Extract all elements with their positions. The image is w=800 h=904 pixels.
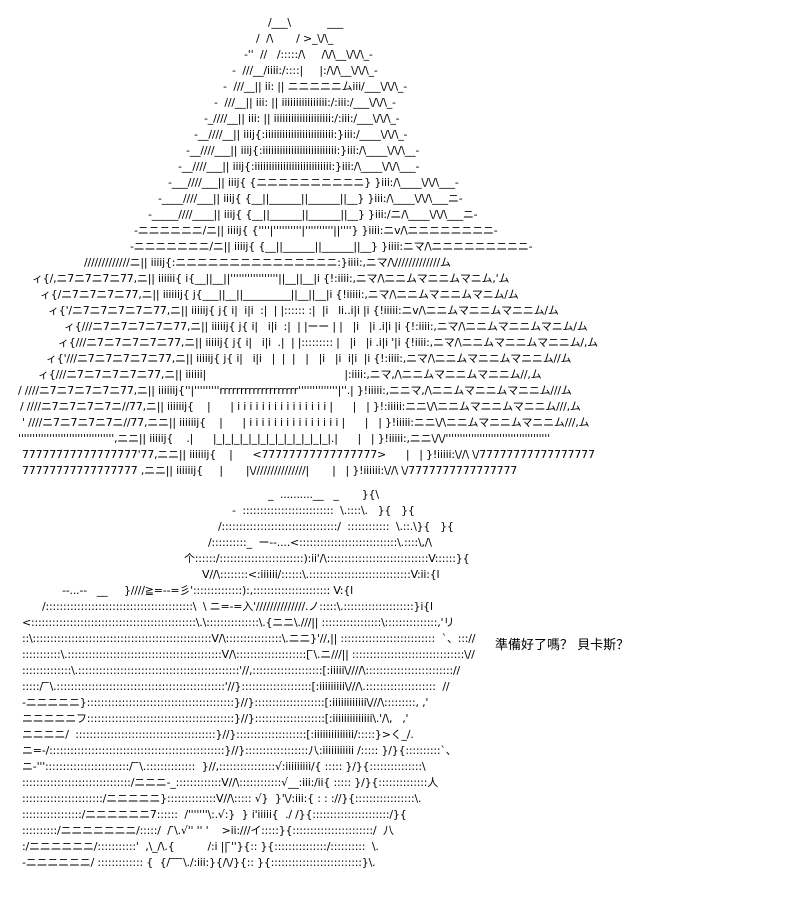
ascii-figure-line: /:::::::::::::::::::::::::::::::::/ ::::…	[218, 520, 454, 533]
ascii-pyramid-line: -ニニニニニニ/ニ|| iiiij{ {''''|''''''''''|''''…	[134, 224, 498, 237]
ascii-figure-line: V//\::::::::<:iiiiii/::::::\.:::::::::::…	[202, 568, 440, 581]
ascii-art-scene: /___\ ___/ /\ / >_\/\_-'' // /:::::/\ /\…	[10, 6, 710, 896]
ascii-pyramid-line: ィ{'///ニ7ニ7ニ7ニ7ニ77,ニ|| iiiiij{ j{ i| i|i …	[46, 352, 572, 365]
ascii-pyramid-line: ィ{/ニ7ニ7ニ7ニ77,ニ|| iiiiiij{ j{___||__||___…	[40, 288, 519, 301]
ascii-figure-line: ニ=-/::::::::::::::::::::::::::::::::::::…	[22, 744, 457, 757]
ascii-pyramid-line: ' ////ニ7ニ7ニ7ニ7ニ//77,ニニ|| iiiiiij{ | | i …	[22, 416, 590, 429]
ascii-pyramid-line: -'' // /:::::/\ /\/\__\/\/\_-	[244, 48, 373, 61]
ascii-pyramid-line: /////////////ニ|| iiiij{:ニニニニニニニニニニニニニニニ:…	[84, 256, 451, 269]
ascii-pyramid-line: ィ{///ニ7ニ7ニ7ニ7ニ77,ニ|| iiiiij{ j{ i| i|i :…	[64, 320, 588, 333]
ascii-pyramid-line: -ニニニニニニニ/ニ|| iiiij{ {__||______||______|…	[130, 240, 533, 253]
ascii-pyramid-line: ィ{///ニ7ニ7ニ7ニ7ニ77,ニ|| iiiiij{ j{ i| i|i .…	[58, 336, 598, 349]
ascii-figure-line: 个::::::/::::::::::::::::::::::::):ii'/\:…	[184, 552, 470, 565]
ascii-pyramid-line: / ////ニ7ニ7ニ7ニ7ニ//77,ニ|| iiiiiij{ | | i i…	[20, 400, 581, 413]
ascii-pyramid-line: -___////___|| iiij{ {ニニニニニニニニニニ} }iii:/\…	[168, 176, 459, 189]
ascii-pyramid-line: - ///__/iiii:/::::| |:/\/\__\/\/\_-	[232, 64, 378, 77]
ascii-pyramid-line: -__////___|| iiij{:iiiiiiiiiiiiiiiiiiiii…	[186, 144, 420, 157]
ascii-figure-line: ::\:::::::::::::::::::::::::::::::::::::…	[22, 632, 476, 645]
ascii-pyramid-line: -_____////____|| iiij{ {__||______||____…	[148, 208, 478, 221]
ascii-pyramid-line: '''''''''''''''''''''''''''''''''',ニニ|| …	[18, 432, 550, 445]
ascii-figure-line: - :::::::::::::::::::::::::: \.::::\. }{…	[232, 504, 415, 517]
ascii-pyramid-line: -__////__|| iiij{:iiiiiiiiiiiiiiiiiiiiii…	[194, 128, 408, 141]
ascii-pyramid-line: 77777777777777777'77,ニニ|| iiiiiij{ | <77…	[22, 448, 595, 461]
ascii-pyramid-line: /___\ ___	[268, 16, 344, 29]
ascii-pyramid-line: ィ{'/ニ7ニ7ニ7ニ7ニ77,ニ|| iiiiij{ j{ i| i|i :|…	[48, 304, 559, 317]
ascii-figure-line: _ ..........__ _ }{\	[268, 488, 379, 501]
ascii-pyramid-line: ィ{///ニ7ニ7ニ7ニ7ニ77,ニ|| iiiiii| |:iiii:,ニマ,…	[38, 368, 542, 381]
ascii-figure-line: ::::::::::::::\.::::::::::::::::::::::::…	[22, 664, 460, 677]
ascii-figure-line: -ニニニニニ}:::::::::::::::::::::::::::::::::…	[22, 696, 429, 709]
ascii-figure-line: /:::::::::::::::::::::::::::::::::::::::…	[42, 600, 433, 613]
ascii-figure-line: /::::::::::_ ー--....<:::::::::::::::::::…	[208, 536, 432, 549]
ascii-pyramid-line: -_////__|| iii: || iiiiiiiiiiiiiiiiiiii:…	[204, 112, 400, 125]
caption-text: 準備好了嗎？ 貝卡斯？	[495, 638, 630, 653]
ascii-figure-line: ニ-'''::::::::::::::::::::::::/ ̄ ̄\.::::…	[22, 760, 426, 773]
ascii-figure-line: ニニニニニフ::::::::::::::::::::::::::::::::::…	[22, 712, 409, 725]
ascii-figure-line: --...-- __ }////≧=--=彡'::::::::::::::):,…	[62, 584, 353, 597]
ascii-pyramid-line: -____////___|| iiij{ {__||______||______…	[158, 192, 463, 205]
ascii-pyramid-line: / /\ / >_\/\_	[256, 32, 334, 45]
ascii-pyramid-line: - ///__|| ii: || ニニニニニムiii/___\/\/\_-	[223, 80, 407, 93]
ascii-figure-line: -ニニニニニニ/ ::::::::::::: { {/ ̄ ̄ ̄ ̄\./:i…	[22, 856, 376, 869]
ascii-pyramid-line: ィ{/,ニ7ニ7ニ7ニ77,ニ|| iiiiii{ i{__||__||''''…	[32, 272, 510, 285]
ascii-pyramid-line: 77777777777777777 ,ニニ|| iiiiiij{ | |\///…	[22, 464, 518, 477]
ascii-figure-line: ニニニニ/ ::::::::::::::::::::::::::::::::::…	[22, 728, 414, 741]
ascii-figure-line: :/ニニニニニニ/:::::::::::' ,\_/\.{ /:i || ̄''…	[22, 840, 379, 853]
ascii-figure-line: :::::::::::::::::/ニニニニニニ7:::::: /'''''''…	[22, 808, 407, 821]
ascii-figure-line: :::::::::::::::::::::::/ニニニニニ}::::::::::…	[22, 792, 422, 805]
ascii-pyramid-line: / ////ニ7ニ7ニ7ニ7ニ77,ニ|| iiiiiij{''|'''''''…	[18, 384, 572, 397]
ascii-art-pyramid: /___\ ___/ /\ / >_\/\_-'' // /:::::/\ /\…	[18, 14, 708, 480]
ascii-art-figure: _ ..........__ _ }{\- ::::::::::::::::::…	[18, 486, 475, 896]
ascii-figure-line: <:::::::::::::::::::::::::::::::::::::::…	[22, 616, 455, 629]
ascii-figure-line: :::::::::::::::::::::::::::::::/ニニニ-_:::…	[22, 776, 439, 789]
ascii-pyramid-line: - ///__|| iii: || iiiiiiiiiiiiiiii:/:iii…	[214, 96, 396, 109]
ascii-figure-line: :::::/ ̄ ̄\.::::::::::::::::::::::::::::…	[22, 680, 450, 693]
ascii-pyramid-line: -__////___|| iiij{:iiiiiiiiiiiiiiiiiiiii…	[178, 160, 420, 173]
ascii-figure-line: ::::::::::/ニニニニニニニ/:::::/ / ̄\.√'' '' ' …	[22, 824, 394, 837]
ascii-figure-line: :::::::::::\.:::::::::::::::::::::::::::…	[22, 648, 475, 661]
